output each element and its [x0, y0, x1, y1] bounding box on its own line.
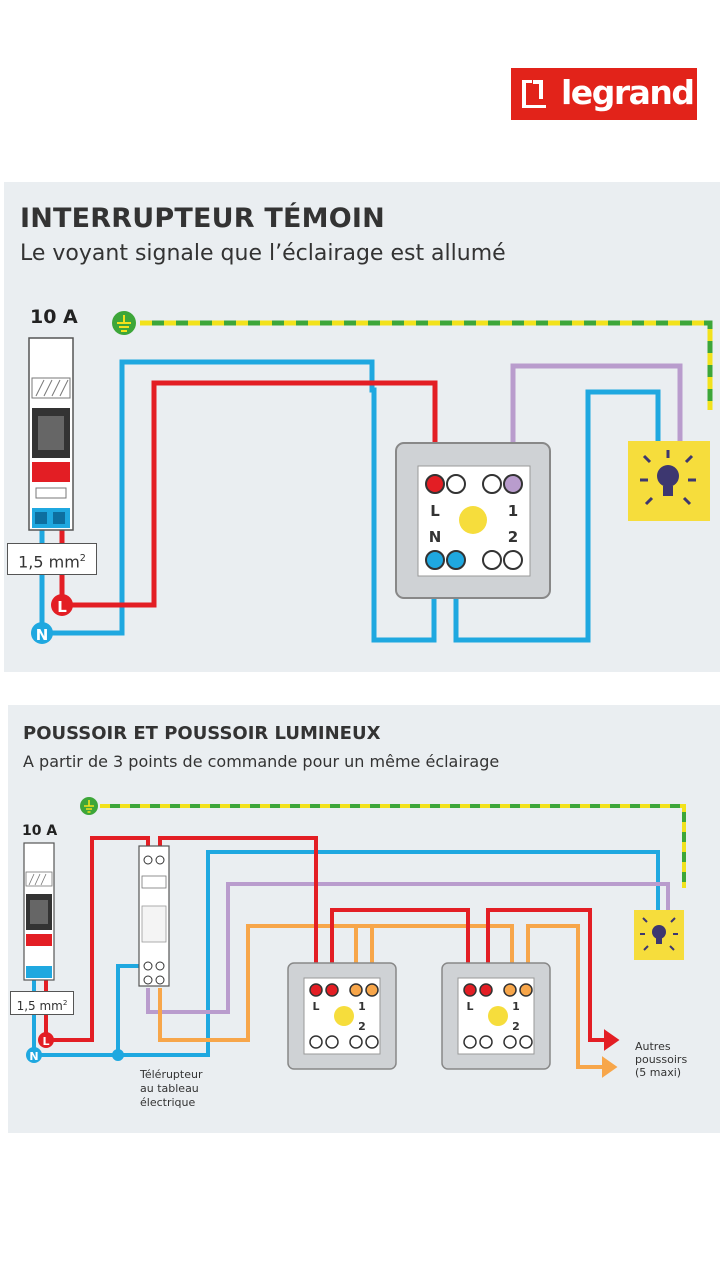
diagram2-terminal-L-label: L: [42, 1035, 49, 1048]
diagram1-title: INTERRUPTEUR TÉMOIN: [20, 203, 385, 234]
legrand-logo-mark: [522, 80, 546, 108]
diagram1-earth-icon: [112, 311, 136, 335]
diagram1-subtitle: Le voyant signale que l’éclairage est al…: [20, 241, 506, 266]
legrand-logo-text: legrand: [561, 73, 695, 112]
diagram2-title: POUSSOIR ET POUSSOIR LUMINEUX: [23, 723, 381, 744]
diagram1-switch-label-2: 2: [508, 528, 518, 546]
diagram2-return-wire-violet: [146, 882, 670, 1014]
diagram1-terminal-L-label: L: [57, 598, 67, 616]
diagram1-terminal-N: [31, 622, 53, 644]
diagram1-breaker-rating: 10 A: [30, 306, 78, 328]
diagram1-switch-label-1: 1: [508, 502, 518, 520]
diagram1-switch-label-N: N: [429, 528, 442, 546]
diagram2-live-wires: [44, 836, 620, 1051]
diagram2-cable-section-exp: 2: [62, 998, 68, 1007]
diagram2-earth-icon: [80, 797, 98, 815]
relay-caption-line: Télérupteur: [140, 1068, 203, 1081]
diagram1-breaker-icon: [28, 337, 74, 531]
legrand-logo: legrand: [511, 68, 697, 120]
diagram2-terminal-N: [26, 1047, 42, 1063]
diagram2-pb2-label-1: 1: [512, 1000, 520, 1013]
diagram2-pb2-label-L: L: [466, 1000, 473, 1013]
diagram2-pb1-label-L: L: [312, 1000, 319, 1013]
diagram2-breaker-rating: 10 A: [22, 823, 58, 839]
diagram2-subtitle: A partir de 3 points de commande pour un…: [23, 752, 500, 771]
diagram2-other-pushbuttons-caption: Autres poussoirs (5 maxi): [635, 1040, 720, 1079]
diagram1-neutral-wires: [39, 359, 661, 643]
diagram2-cable-section: 1,5 mm2: [10, 991, 74, 1015]
other-pushbuttons-line: Autres poussoirs: [635, 1040, 688, 1066]
diagram2-pushbutton-2: [441, 962, 551, 1070]
diagram2-terminal-N-label: N: [29, 1050, 38, 1063]
diagram1-switch-label-L: L: [430, 502, 440, 520]
diagram2-relay-caption: Télérupteur au tableau électrique: [140, 1068, 220, 1110]
diagram2-neutral-wires: [32, 850, 660, 1061]
other-pushbuttons-line: (5 maxi): [635, 1066, 682, 1079]
diagram1-terminal-L: [51, 594, 73, 616]
relay-caption-line: au tableau: [140, 1082, 199, 1095]
diagram1-cable-section-exp: 2: [79, 553, 86, 564]
diagram2-pb1-label-1: 1: [358, 1000, 366, 1013]
diagram2-earth-wire: [100, 804, 686, 888]
diagram1-switch: [395, 442, 551, 599]
relay-caption-line: électrique: [140, 1096, 196, 1109]
diagram1-lamp-icon: [628, 441, 710, 521]
diagram1-cable-section-value: 1,5 mm: [18, 552, 80, 572]
diagram2-lamp-icon: [634, 910, 684, 960]
diagram2-breaker-icon: [23, 842, 55, 981]
diagram1-return-wire: [510, 363, 683, 482]
diagram2-pb1-label-2: 2: [358, 1020, 366, 1033]
diagram2-pb2-label-2: 2: [512, 1020, 520, 1033]
diagram2-relay-icon: [138, 845, 170, 987]
diagram1-cable-section: 1,5 mm2: [7, 543, 97, 575]
diagram1-live-wires: [59, 380, 438, 608]
diagram2-pushbutton-1: [287, 962, 397, 1070]
diagram1-earth-wire: [140, 320, 713, 410]
diagram2-terminal-L: [38, 1032, 54, 1048]
diagram2-cable-section-value: 1,5 mm: [16, 999, 63, 1013]
diagram1-terminal-N-label: N: [36, 626, 49, 644]
